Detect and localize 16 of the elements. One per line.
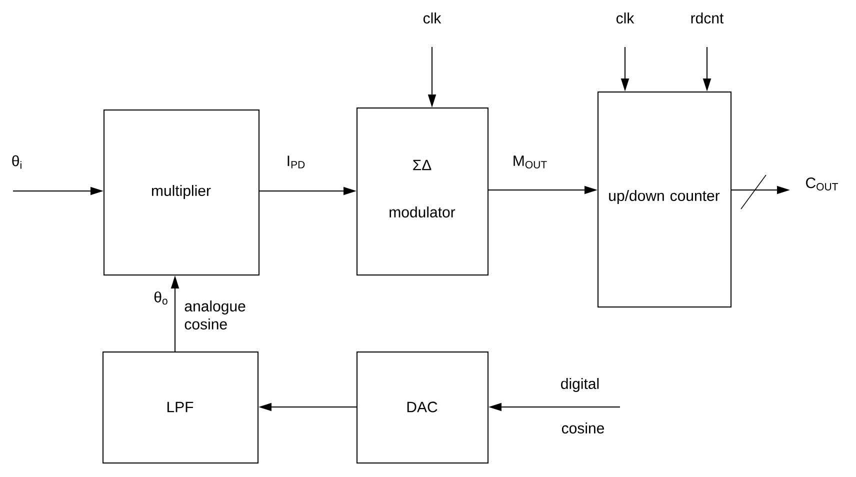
signal-label: θ$_{i}$ [12,155,22,169]
signal-label: clk [616,12,634,24]
signal-label: θ$_{o}$ [154,291,168,305]
block-box: up/down counter [598,92,732,308]
block-box: DAC [356,352,488,464]
signal-label: C$_{OUT}$ [806,178,838,190]
signal-label: rdcnt [691,12,724,24]
signal-label: I$_{PD}$ [288,156,305,168]
block-box: ΣΔ modulator [356,108,488,276]
signal-label: digital [561,378,599,392]
signal-label: M$_{OUT}$ [514,156,547,168]
signal-label: analogue cosine [184,300,246,330]
signal-label: cosine [562,422,604,434]
signal-label: clk [423,12,442,24]
block-box: multiplier [104,110,260,276]
block-box: LPF [102,352,258,464]
